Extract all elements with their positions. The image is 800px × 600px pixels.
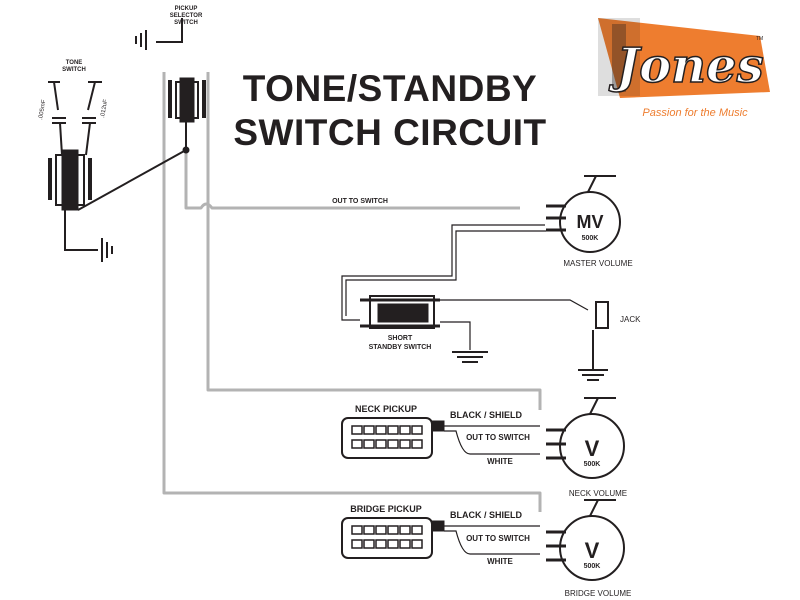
selector-label-1: PICKUP bbox=[175, 6, 198, 12]
mv-value: 500K bbox=[582, 235, 599, 242]
selector-label-3: SWITCH bbox=[174, 20, 198, 26]
out-to-switch-top-label: OUT TO SWITCH bbox=[332, 198, 388, 205]
bridge-v-value: 500K bbox=[584, 563, 601, 570]
cap2-label: .012uF bbox=[100, 99, 109, 119]
output-jack: JACK bbox=[595, 301, 641, 329]
master-volume-label: MASTER VOLUME bbox=[563, 259, 632, 268]
ground-symbols bbox=[64, 18, 608, 381]
diagram-title-line1: TONE/STANDBY bbox=[242, 68, 538, 109]
bridge-black-shield-label: BLACK / SHIELD bbox=[450, 510, 523, 520]
logo-wordmark: Jones bbox=[608, 38, 763, 94]
neck-volume-pot: V 500K NECK VOLUME bbox=[546, 397, 627, 498]
mv-symbol: MV bbox=[577, 212, 604, 232]
pickup-selector-switch: PICKUP SELECTOR SWITCH bbox=[168, 6, 206, 154]
neck-pickup: NECK PICKUP BLACK / SHIELD OUT TO SWITCH… bbox=[341, 404, 540, 466]
bridge-out-to-switch-label: OUT TO SWITCH bbox=[466, 534, 530, 543]
standby-wires bbox=[341, 224, 589, 350]
bridge-v-symbol: V bbox=[585, 538, 600, 563]
neck-v-symbol: V bbox=[585, 436, 600, 461]
tone-switch-label-2: SWITCH bbox=[62, 67, 86, 73]
short-standby-switch: SHORT STANDBY SWITCH bbox=[360, 295, 440, 351]
standby-label-1: SHORT bbox=[388, 335, 413, 342]
bridge-volume-pot: V 500K BRIDGE VOLUME bbox=[546, 499, 632, 598]
bridge-volume-label: BRIDGE VOLUME bbox=[565, 589, 632, 598]
diagram-title-line2: SWITCH CIRCUIT bbox=[233, 112, 547, 153]
neck-pickup-label: NECK PICKUP bbox=[355, 404, 417, 414]
bridge-pickup-label: BRIDGE PICKUP bbox=[350, 504, 422, 514]
logo-tm: TM bbox=[756, 36, 763, 42]
neck-v-value: 500K bbox=[584, 461, 601, 468]
tv-jones-logo: Jones TM Passion for the Music bbox=[598, 18, 770, 119]
master-volume-pot: MV 500K MASTER VOLUME bbox=[546, 175, 633, 268]
standby-label-2: STANDBY SWITCH bbox=[369, 344, 432, 351]
jack-label: JACK bbox=[620, 315, 641, 324]
bridge-white-label: WHITE bbox=[487, 557, 513, 566]
gray-wires bbox=[162, 72, 542, 512]
logo-tagline: Passion for the Music bbox=[642, 107, 748, 119]
tone-switch: TONE SWITCH .005mF .012uF bbox=[38, 60, 187, 211]
neck-white-label: WHITE bbox=[487, 457, 513, 466]
neck-black-shield-label: BLACK / SHIELD bbox=[450, 410, 523, 420]
neck-out-to-switch-label: OUT TO SWITCH bbox=[466, 433, 530, 442]
bridge-pickup: BRIDGE PICKUP BLACK / SHIELD OUT TO SWIT… bbox=[341, 504, 540, 566]
selector-label-2: SELECTOR bbox=[170, 13, 203, 19]
cap1-label: .005mF bbox=[38, 99, 47, 120]
tone-switch-label-1: TONE bbox=[66, 60, 83, 66]
neck-volume-label: NECK VOLUME bbox=[569, 489, 627, 498]
